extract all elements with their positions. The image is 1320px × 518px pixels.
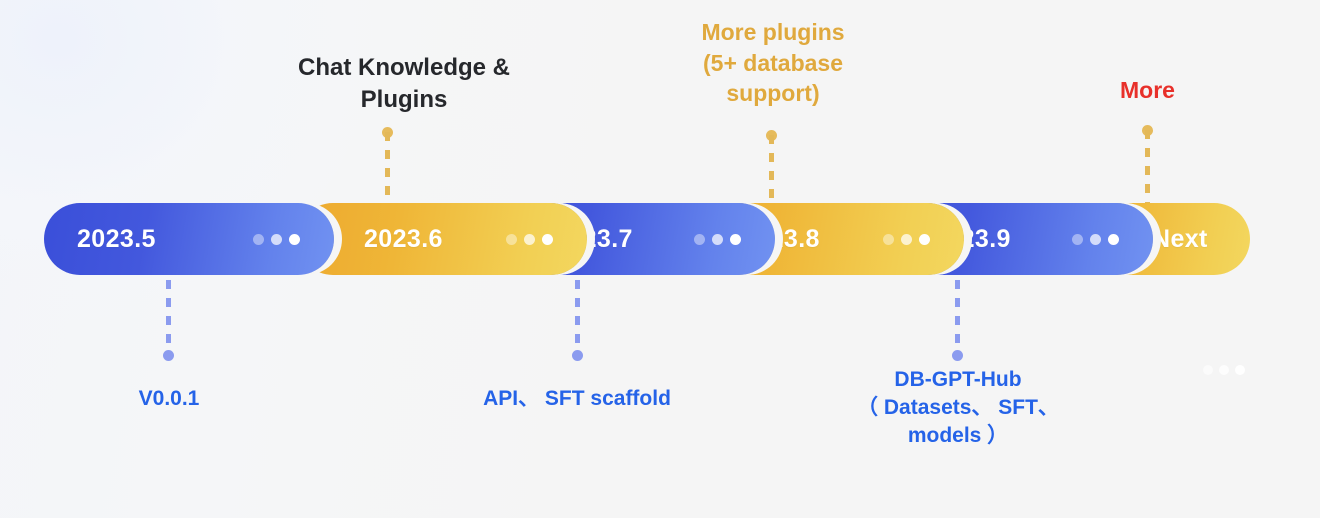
three-dots-icon bbox=[506, 233, 553, 245]
leader-line-below-2023-9 bbox=[952, 280, 963, 361]
callout-below-2023-7: API、 SFT scaffold bbox=[483, 387, 671, 410]
callout-above-next: More bbox=[1120, 77, 1175, 103]
three-dots-icon bbox=[694, 233, 741, 245]
leader-line-above-2023-6 bbox=[382, 127, 393, 206]
leader-knob-icon bbox=[952, 350, 963, 361]
leader-dash bbox=[769, 135, 774, 206]
callout-above-2023-6: Chat Knowledge & Plugins bbox=[297, 54, 510, 113]
callout-below-2023-5: V0.0.1 bbox=[138, 387, 200, 410]
leader-dash bbox=[385, 132, 390, 206]
leader-dash bbox=[575, 280, 580, 356]
segment-label: 2023.6 bbox=[364, 224, 443, 253]
three-dots-icon bbox=[883, 233, 930, 245]
leader-line-above-next bbox=[1142, 125, 1153, 206]
timeline-segment-2023-6[interactable]: 2023.6 bbox=[297, 203, 587, 275]
leader-dash bbox=[166, 280, 171, 356]
three-dots-icon bbox=[1203, 365, 1245, 375]
leader-dash bbox=[955, 280, 960, 356]
leader-line-above-2023-8 bbox=[766, 130, 777, 206]
leader-dash bbox=[1145, 130, 1150, 206]
leader-line-below-2023-5 bbox=[163, 280, 174, 361]
three-dots-icon bbox=[253, 233, 300, 245]
leader-line-below-2023-7 bbox=[572, 280, 583, 361]
callout-below-2023-9: DB-GPT-Hub （ Datasets、 SFT、 models ） bbox=[857, 368, 1059, 447]
callout-above-2023-8: More plugins (5+ database support) bbox=[701, 19, 845, 107]
segment-label: 2023.5 bbox=[77, 224, 156, 253]
segment-label: Next bbox=[1152, 224, 1208, 253]
leader-knob-icon bbox=[163, 350, 174, 361]
timeline-bar: 2023.5 2023.6 2023.7 2023.8 2023.9 bbox=[44, 203, 1250, 277]
three-dots-icon bbox=[1072, 233, 1119, 245]
leader-knob-icon bbox=[572, 350, 583, 361]
timeline-segment-2023-5[interactable]: 2023.5 bbox=[44, 203, 334, 275]
